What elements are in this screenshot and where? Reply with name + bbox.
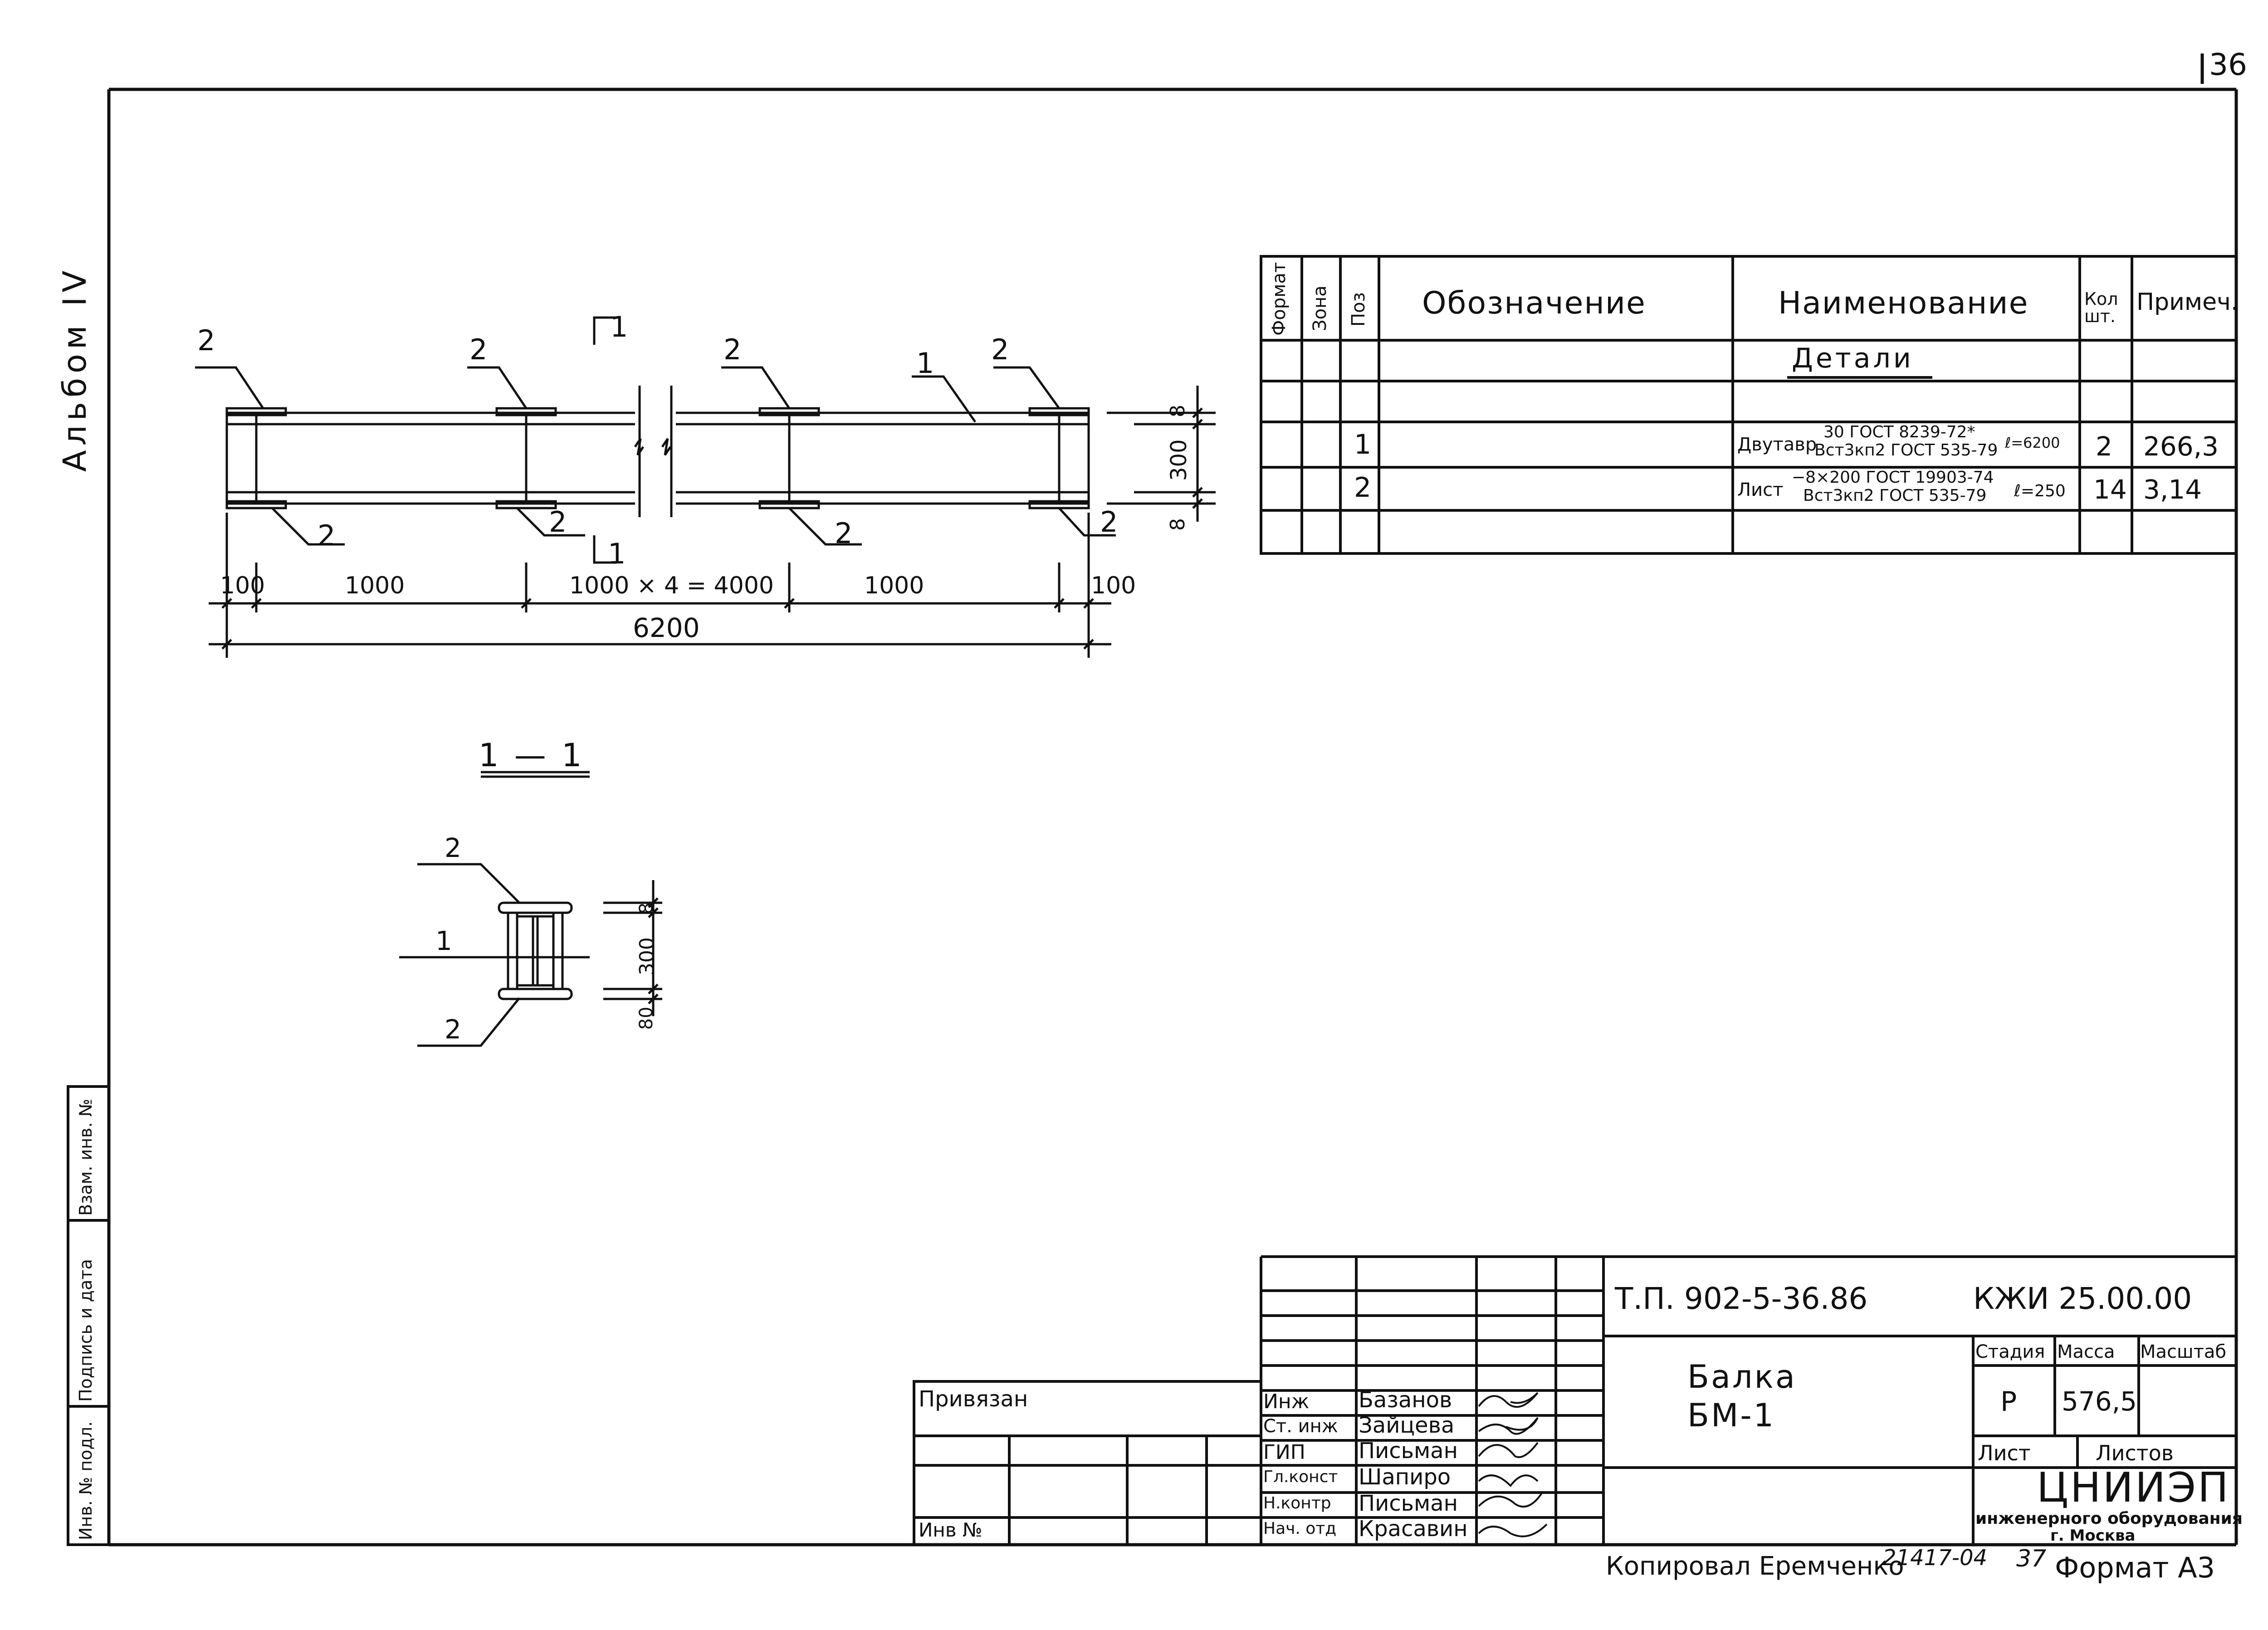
staff-name: Шапиро — [1359, 1464, 1451, 1490]
org-city: г. Москва — [2050, 1527, 2136, 1545]
org-sub: инженерного оборудования — [1975, 1509, 2243, 1528]
section-mark-bottom: 1 — [608, 537, 626, 570]
mark-pos1: 1 — [916, 347, 934, 380]
mark-pos2: 2 — [1100, 505, 1118, 538]
spec-row1-note: 266,3 — [2143, 431, 2219, 462]
staff-name: Письман — [1359, 1491, 1458, 1516]
staff-role: Инж — [1263, 1390, 1310, 1413]
drawing-subtitle: БМ-1 — [1687, 1397, 1776, 1434]
section-mark-top: 1 — [610, 310, 628, 343]
spec-row2-length: ℓ=250 — [2014, 482, 2066, 500]
mass-label: Масса — [2057, 1341, 2115, 1362]
stamp-inv-no: Инв. № подл. — [76, 1421, 96, 1540]
mass-value: 576,5 — [2062, 1386, 2137, 1417]
spec-row2-steel: Вст3кп2 ГОСТ 535-79 — [1803, 486, 1987, 505]
section-dim-8: 8 — [636, 902, 657, 914]
spec-row2-qty: 14 — [2093, 474, 2127, 505]
section-dim-300: 300 — [635, 937, 659, 975]
staff-role: Гл.конст — [1263, 1468, 1338, 1486]
spec-header-zone: Зона — [1310, 285, 1330, 331]
spec-header-designation: Обозначение — [1422, 285, 1646, 321]
page-number: 37 — [2016, 1545, 2047, 1572]
spec-row1-pos: 1 — [1354, 429, 1372, 460]
signatures — [1478, 1392, 1548, 1537]
section-mark-plate: 2 — [445, 1014, 461, 1045]
staff-role: Н.контр — [1263, 1494, 1331, 1513]
spec-row2-name: Лист — [1737, 480, 1784, 500]
dim-h300: 300 — [1166, 439, 1192, 481]
sheets-label: Листов — [2096, 1441, 2174, 1465]
sheet-number: 36 — [2209, 47, 2247, 82]
spec-header-note: Примеч. — [2136, 289, 2239, 316]
dim-h8-top: 8 — [1166, 405, 1189, 417]
doc-code: КЖИ 25.00.00 — [1973, 1281, 2192, 1316]
mark-pos2: 2 — [469, 333, 488, 366]
spec-row1-steel: Вст3кп2 ГОСТ 535-79 — [1814, 441, 1998, 460]
stamp-signature-date: Подпись и дата — [76, 1259, 96, 1402]
spec-row1-qty: 2 — [2096, 431, 2112, 462]
spec-row2-standard: −8×200 ГОСТ 19903-74 — [1792, 468, 1994, 487]
dim-h8-bottom: 8 — [1166, 518, 1189, 531]
spec-header-qty: Кол шт. — [2084, 289, 2118, 326]
spec-row1-length: ℓ=6200 — [2005, 434, 2060, 451]
section-mark-beam: 1 — [435, 925, 452, 956]
project-code: Т.П. 902-5-36.86 — [1615, 1281, 1868, 1316]
album-label: Альбом IV — [56, 266, 93, 472]
dim-1000: 1000 — [864, 572, 924, 599]
mark-pos2: 2 — [549, 505, 567, 538]
spec-row2-pos: 2 — [1354, 472, 1372, 504]
staff-name: Красавин — [1359, 1516, 1468, 1542]
staff-name: Зайцева — [1359, 1413, 1455, 1438]
section-title: 1 — 1 — [479, 737, 585, 774]
spec-row1-standard: 30 ГОСТ 8239-72* — [1823, 423, 1975, 441]
spec-header-name: Наименование — [1778, 285, 2029, 321]
scale-label: Масштаб — [2140, 1341, 2227, 1362]
section-mark-plate: 2 — [445, 832, 461, 863]
section-dim-80: 80 — [636, 1007, 657, 1030]
inv-no-label: Инв № — [919, 1519, 982, 1541]
mark-pos2: 2 — [197, 324, 215, 357]
dim-total: 6200 — [633, 612, 700, 643]
staff-name: Письман — [1359, 1438, 1458, 1464]
org-name: ЦНИИЭП — [2037, 1464, 2230, 1512]
staff-role: Нач. отд — [1263, 1519, 1337, 1538]
drawing-title: Балка — [1687, 1358, 1797, 1395]
dim-100-right: 100 — [1091, 572, 1136, 599]
copied-by: Копировал Еремченко — [1606, 1552, 1904, 1581]
mark-pos2: 2 — [835, 517, 853, 550]
staff-name: Базанов — [1359, 1387, 1452, 1413]
privyazan-label: Привязан — [919, 1386, 1028, 1412]
stage-label: Стадия — [1975, 1341, 2045, 1362]
order-number: 21417-04 — [1882, 1545, 1988, 1571]
spec-row1-name: Двутавр — [1737, 434, 1817, 455]
mark-pos2: 2 — [318, 519, 336, 552]
stamp-replaces-inv: Взам. инв. № — [76, 1098, 96, 1216]
stage-value: Р — [2000, 1386, 2017, 1418]
dim-1000: 1000 — [345, 572, 405, 599]
spec-header-pos: Поз — [1348, 292, 1369, 327]
spec-section-title: Детали — [1792, 343, 1914, 374]
spec-row2-note: 3,14 — [2143, 474, 2202, 505]
sheet-label: Лист — [1978, 1441, 2031, 1465]
dim-middle: 1000 × 4 = 4000 — [569, 572, 774, 599]
dim-100-left: 100 — [220, 572, 265, 599]
paper-format: Формат А3 — [2055, 1551, 2215, 1584]
staff-role: Ст. инж — [1263, 1416, 1338, 1437]
staff-role: ГИП — [1263, 1441, 1305, 1464]
spec-header-format: Формат — [1269, 262, 1290, 336]
mark-pos2: 2 — [991, 333, 1009, 366]
mark-pos2: 2 — [723, 333, 742, 366]
